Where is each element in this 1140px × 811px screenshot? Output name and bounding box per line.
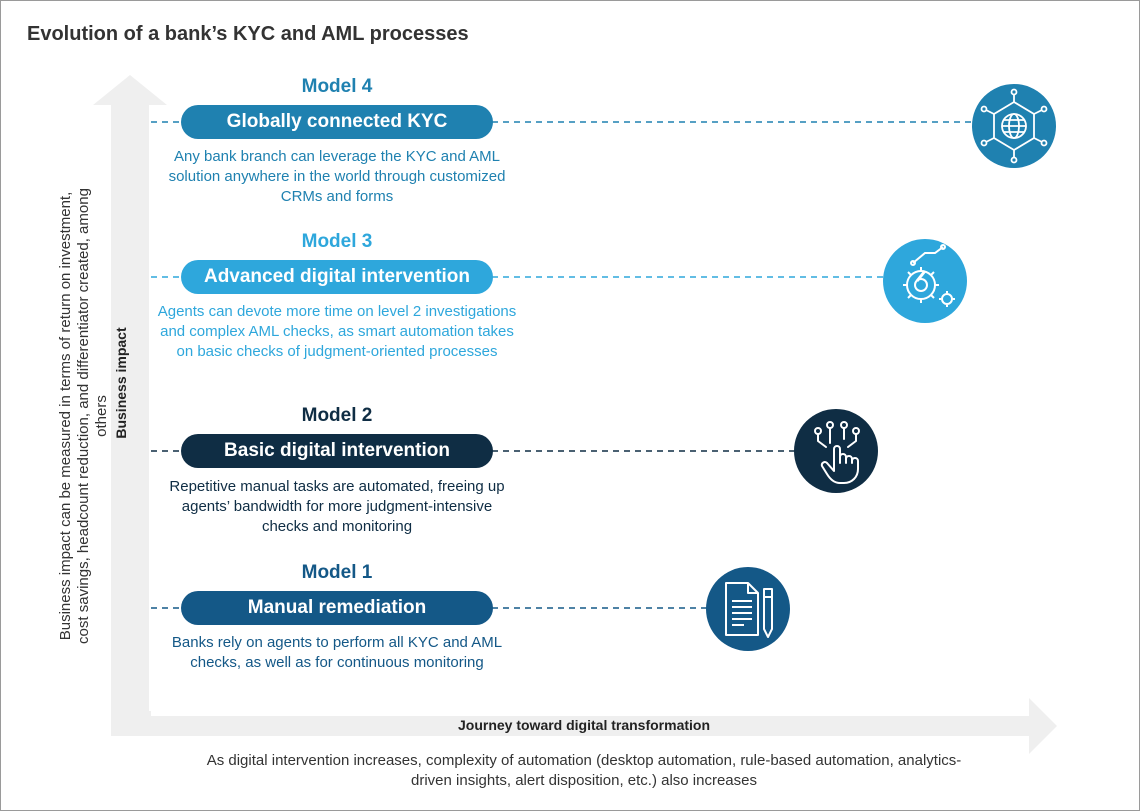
vertical-axis-arrow xyxy=(93,75,167,716)
model-3-pill: Advanced digital intervention xyxy=(181,260,493,294)
business-impact-note: Business impact can be measured in terms… xyxy=(57,188,110,644)
model-3-description: Agents can devote more time on level 2 i… xyxy=(157,303,517,360)
automation-complexity-note: As digital intervention increases, compl… xyxy=(206,752,962,789)
horizontal-axis-label: Journey toward digital transformation xyxy=(457,717,711,733)
model-2-pill: Basic digital intervention xyxy=(181,434,493,468)
document-pen-icon xyxy=(706,567,790,651)
gear-automation-icon xyxy=(883,239,967,323)
horizontal-axis-arrow xyxy=(111,698,1057,754)
touch-hand-icon xyxy=(794,409,878,493)
model-4-description: Any bank branch can leverage the KYC and… xyxy=(168,148,506,205)
model-1-description: Banks rely on agents to perform all KYC … xyxy=(171,634,503,671)
page-title: Evolution of a bank’s KYC and AML proces… xyxy=(27,23,469,45)
vertical-axis-label: Business impact xyxy=(113,327,129,439)
model-2-title: Model 2 xyxy=(301,405,373,426)
globe-network-icon xyxy=(972,84,1056,168)
model-4-pill: Globally connected KYC xyxy=(181,105,493,139)
model-4-title: Model 4 xyxy=(301,76,373,97)
model-1-pill: Manual remediation xyxy=(181,591,493,625)
model-1-title: Model 1 xyxy=(301,562,373,583)
model-2-description: Repetitive manual tasks are automated, f… xyxy=(169,478,505,535)
model-3-title: Model 3 xyxy=(301,231,373,252)
axes-corner xyxy=(111,711,151,736)
